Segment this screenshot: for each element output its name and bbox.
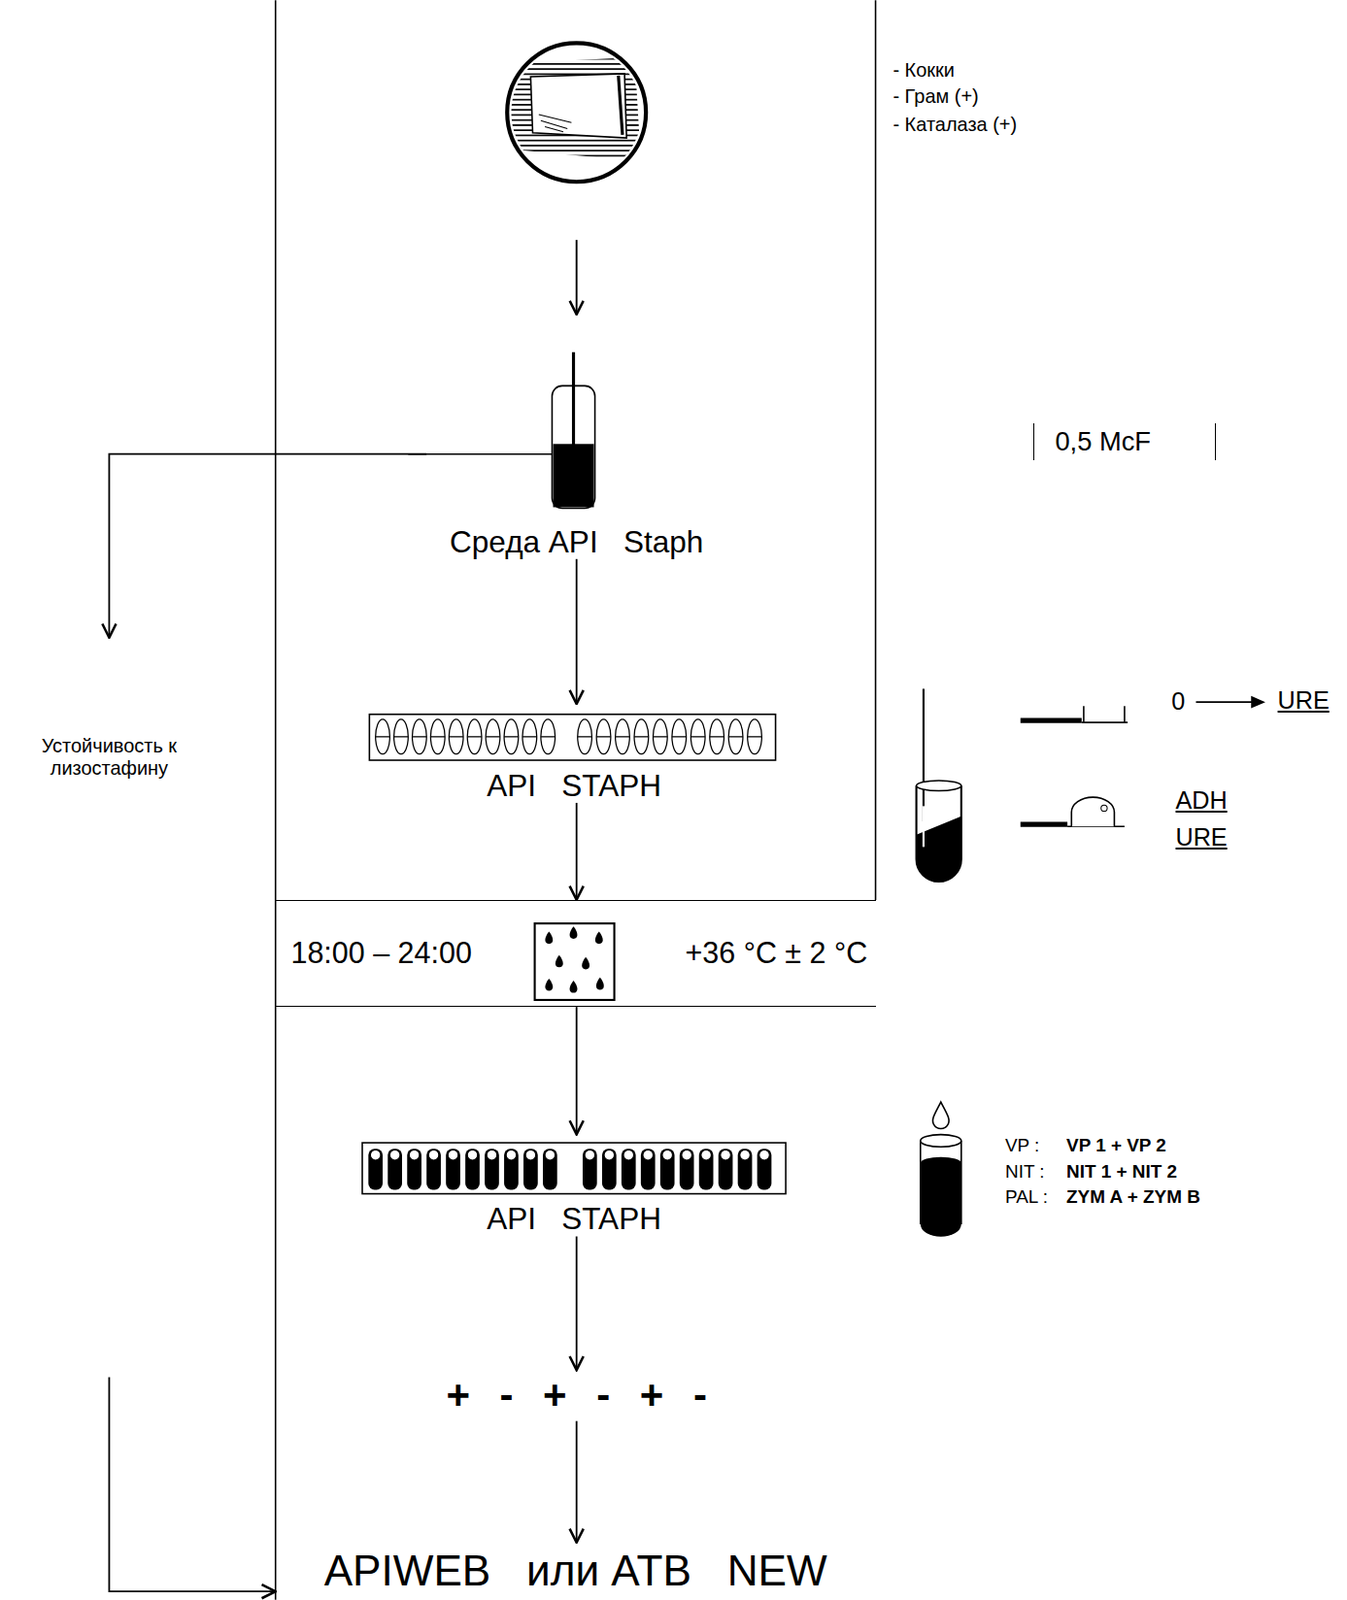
test-name: ADH (1175, 786, 1227, 815)
reagent-name: ZYM A + ZYM B (1066, 1186, 1201, 1209)
inoculation-icon (916, 688, 962, 882)
flow-arrow (108, 1378, 275, 1593)
flow-arrow (575, 1421, 578, 1544)
flow-arrow (108, 454, 427, 639)
result-signs: + - + - + - (437, 1370, 715, 1422)
incubation-temperature: +36 °C ± 2 °C (685, 936, 869, 971)
incubation-band: 18:00 – 24:00 +36 °C ± 2 °C (275, 900, 876, 1008)
petri-dish (506, 42, 646, 182)
side-test: Устойчивость к лизостафину (1, 638, 217, 1379)
node-text: APIWEB или ATB NEW (324, 1547, 828, 1597)
incubation-time: 18:00 – 24:00 (290, 936, 472, 971)
flow-arrow (575, 803, 578, 901)
identification-software: APIWEB или ATB NEW (275, 1543, 876, 1600)
reagent-test: NIT : (1005, 1161, 1045, 1183)
api-strip (369, 714, 775, 761)
node-text: API STAPH (486, 768, 662, 804)
test-name: URE (1175, 823, 1227, 852)
node-text: Устойчивость к лизостафину (19, 735, 199, 780)
cupule-icon (1020, 696, 1266, 723)
test-name: URE (1278, 686, 1330, 715)
node-text: 0,5 McF (1054, 426, 1151, 457)
reagent-name: VP 1 + VP 2 (1066, 1135, 1167, 1157)
test-tube (407, 352, 595, 509)
cupule-oil-icon (1020, 797, 1125, 827)
frame-line (875, 0, 877, 901)
flow-arrow (575, 1237, 578, 1372)
node-text: + - + - + - (445, 1372, 708, 1419)
flow-arrow (575, 1007, 578, 1135)
medium-tube: Среда API Staph (426, 344, 727, 560)
reagent-test: PAL : (1005, 1186, 1048, 1209)
density-box: 0,5 McF (1033, 423, 1216, 461)
reagent-test: VP : (1005, 1135, 1040, 1157)
incubation-icon (535, 923, 615, 1001)
node-text: Среда API Staph (449, 524, 704, 560)
note-text: - Кокки (892, 59, 955, 82)
api-strip-step: API STAPH (357, 1134, 792, 1237)
node-text: API STAPH (486, 1201, 662, 1237)
api-strip-step: API STAPH (362, 704, 786, 804)
test-value: 0 (1171, 687, 1185, 716)
note-text: - Грам (+) (892, 85, 978, 108)
frame-line (274, 0, 277, 1600)
note-text: - Каталаза (+) (892, 113, 1017, 136)
reagent-name: NIT 1 + NIT 2 (1066, 1161, 1178, 1183)
api-strip-filled (362, 1143, 786, 1195)
flow-arrow (575, 239, 578, 315)
flow-arrow (575, 559, 578, 705)
reagent-icon (920, 1102, 962, 1238)
